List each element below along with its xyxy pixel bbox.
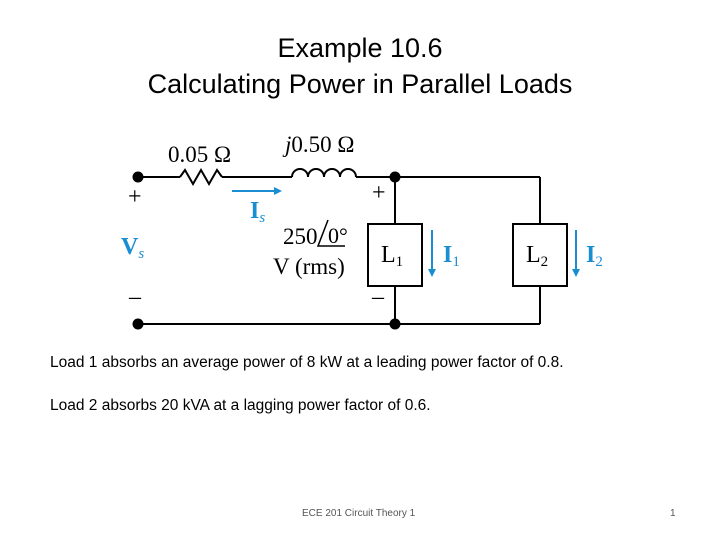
load1-box [367,223,423,287]
angle-symbol [316,219,345,247]
voltage-s-sub: s [138,246,144,262]
terminal-bottom-left [132,318,144,330]
load2-box [512,223,568,287]
minus-left: – [128,284,142,310]
current-2-sub: 2 [595,254,603,270]
current-s-sub: s [259,210,265,226]
current-s-main: I [250,198,259,224]
load2-main: L [526,242,541,268]
inductor-symbol [291,168,357,178]
wires [138,167,541,325]
resistor-label: 0.05 Ω [168,142,231,167]
load2-sub: 2 [541,254,549,270]
voltage-s-main: V [121,234,139,260]
load1-main: L [381,242,396,268]
node-bottom [389,318,401,330]
minus-right: – [371,284,385,310]
inductor-label-j: j [282,132,291,157]
current-1-main: I [443,242,452,268]
load1-label: L1 [381,242,403,270]
current-2-label: I2 [586,242,603,270]
node-top [389,171,401,183]
page-number: 1 [670,508,676,519]
source-unit: V (rms) [273,254,345,279]
title-line-1: Example 10.6 [277,33,443,63]
plus-left: + [128,184,142,210]
plus-right: + [372,180,386,206]
resistor-symbol [179,167,223,187]
terminal-top-left [132,171,144,183]
current-s-label: Is [250,198,265,226]
current-1-label: I1 [443,242,460,270]
load1-description: Load 1 absorbs an average power of 8 kW … [50,354,564,371]
load1-sub: 1 [396,254,404,270]
load2-description: Load 2 absorbs 20 kVA at a lagging power… [50,397,431,414]
current-1-sub: 1 [452,254,460,270]
current-2-main: I [586,242,595,268]
inductor-label-value: 0.50 Ω [291,132,354,157]
source-angle: 0° [328,223,348,248]
source-magnitude: 250 [283,224,318,249]
footer-course: ECE 201 Circuit Theory 1 [302,508,416,519]
slide-title: Example 10.6 Calculating Power in Parall… [0,30,720,102]
load2-label: L2 [526,242,548,270]
title-line-2: Calculating Power in Parallel Loads [147,69,573,99]
voltage-s-label: Vs [121,234,144,262]
inductor-label: j0.50 Ω [282,132,354,157]
